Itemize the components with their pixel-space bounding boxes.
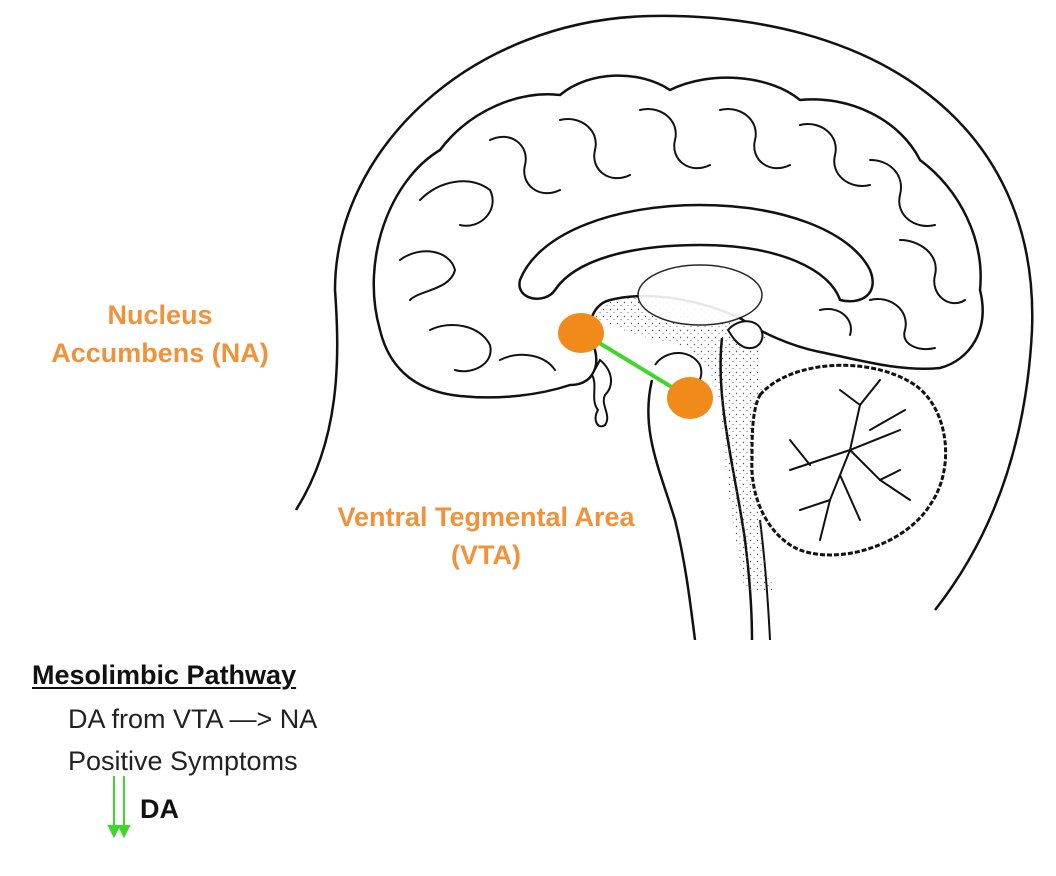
decreased-da-label: DA xyxy=(140,794,179,824)
nucleus-accumbens-label-line-2: Accumbens (NA) xyxy=(51,338,269,368)
nucleus-accumbens-marker xyxy=(558,313,604,353)
pathway-notes: Mesolimbic Pathway DA from VTA —> NA Pos… xyxy=(32,660,532,860)
vta-label-line-2: (VTA) xyxy=(451,540,521,570)
vta-label: Ventral Tegmental Area (VTA) xyxy=(296,498,676,574)
vta-label-line-1: Ventral Tegmental Area xyxy=(337,502,635,532)
nucleus-accumbens-label-line-1: Nucleus xyxy=(107,300,213,330)
nucleus-accumbens-label: Nucleus Accumbens (NA) xyxy=(20,296,300,372)
head-outline xyxy=(294,14,1034,611)
gyri-detail xyxy=(399,108,966,373)
brain-sagittal-diagram xyxy=(294,14,1034,640)
thalamus xyxy=(637,264,763,326)
section-title: Mesolimbic Pathway xyxy=(32,660,297,690)
note-line-positive-symptoms: Positive Symptoms xyxy=(68,746,298,776)
optic-chiasm xyxy=(590,358,612,428)
vta-marker xyxy=(667,377,713,419)
corpus-callosum xyxy=(518,203,874,303)
mesolimbic-pathway-line xyxy=(581,331,690,399)
double-down-arrow-icon xyxy=(107,776,131,839)
fourth-ventricle xyxy=(726,320,764,350)
brainstem-outline xyxy=(647,379,697,640)
cerebellum xyxy=(750,363,948,557)
note-line-da-from-vta: DA from VTA —> NA xyxy=(68,704,318,734)
